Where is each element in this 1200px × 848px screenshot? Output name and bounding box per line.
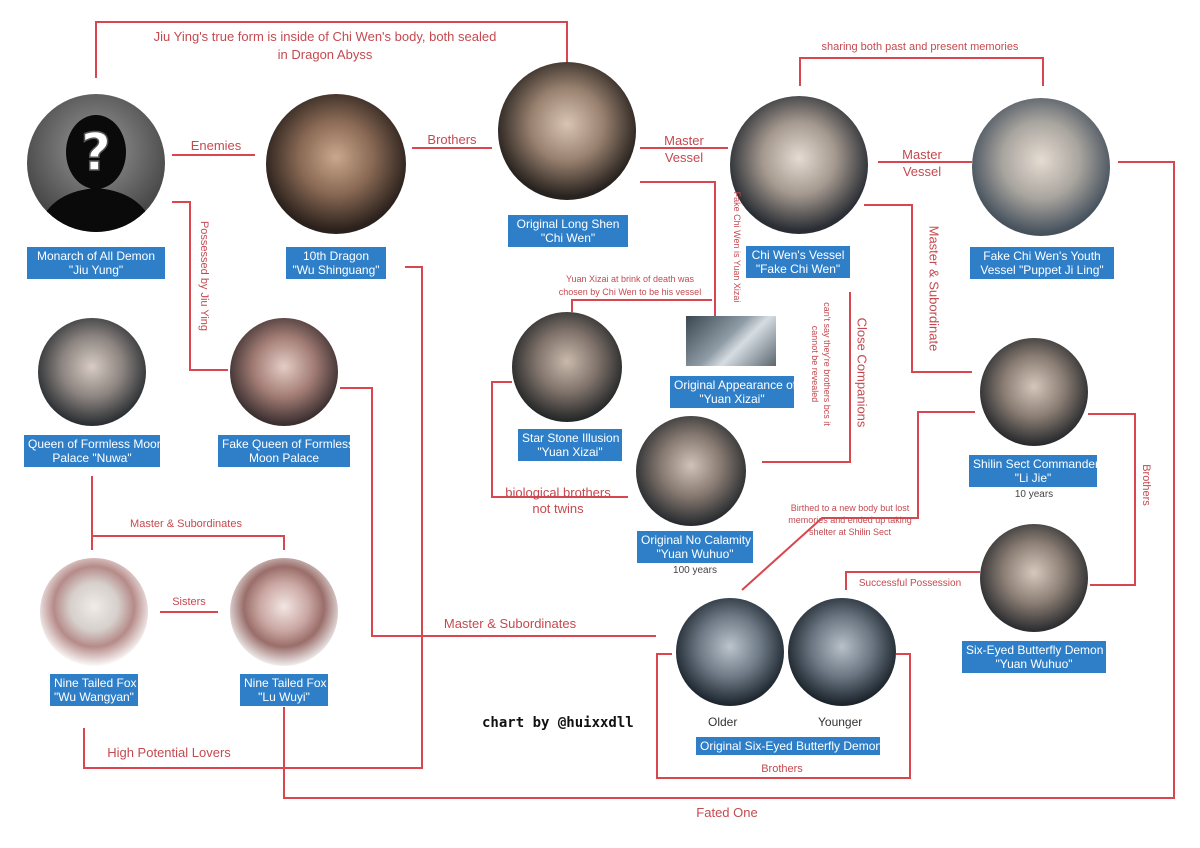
- age-no-calamity: 100 years: [673, 565, 717, 576]
- silhouette-icon: ?: [37, 115, 155, 232]
- label-orig-appearance: Original Appearance of"Yuan Xizai": [670, 376, 796, 408]
- label-jiu-yung: Monarch of All Demon"Jiu Yung": [27, 247, 165, 279]
- label-wu-shinguang: 10th Dragon"Wu Shinguang": [286, 247, 386, 279]
- line-possessed: [172, 201, 228, 371]
- svg-text:?: ?: [81, 123, 111, 183]
- note-top-seal: Jiu Ying's true form is inside of Chi We…: [153, 29, 497, 62]
- portrait-fake-queen: [230, 318, 338, 426]
- note-high-potential: High Potential Lovers: [107, 745, 231, 760]
- note-possessed: Possessed by Jiu Ying: [198, 220, 210, 332]
- label-orig-butterfly: Original Six-Eyed Butterfly Demon: [696, 737, 882, 755]
- line-bio-brothers: [491, 381, 628, 498]
- portrait-lu-wuyi: [230, 558, 338, 666]
- portrait-li-jie: [980, 338, 1088, 446]
- note-master-subs-center: Master & Subordinates: [443, 616, 577, 631]
- label-li-jie: Shilin Sect Commander"Li Jie": [969, 455, 1099, 487]
- note-brothers-bottom: Brothers: [761, 763, 803, 775]
- portrait-butterfly-younger: [788, 598, 896, 706]
- note-master-subs-left: Master & Subordinates: [130, 518, 242, 530]
- note-sisters: Sisters: [172, 596, 206, 608]
- line-brothers-bottom: [656, 653, 911, 779]
- portrait-star-stone: [512, 312, 622, 422]
- label-lu-wuyi: Nine Tailed Fox"Lu Wuyi": [240, 674, 328, 706]
- line-fake-queen: [340, 387, 656, 637]
- label-star-stone: Star Stone Illusion"Yuan Xizai": [518, 429, 622, 461]
- portrait-wu-wangyan: [40, 558, 148, 666]
- note-brothers-right: Brothers: [1140, 464, 1152, 506]
- line-close-companions: [762, 292, 851, 463]
- line-birthed: [741, 411, 975, 591]
- portrait-wu-shinguang: [266, 94, 406, 234]
- portrait-butterfly-older: [676, 598, 784, 706]
- portrait-nuwa: [38, 318, 146, 426]
- label-older: Older: [708, 715, 738, 729]
- label-no-calamity: Original No Calamity"Yuan Wuhuo": [637, 531, 753, 563]
- portrait-fake-chi-wen: [730, 96, 868, 234]
- label-butterfly-demon: Six-Eyed Butterfly Demon"Yuan Wuhuo": [962, 641, 1106, 673]
- portrait-no-calamity: [636, 416, 746, 526]
- line-master-subordinate: [864, 204, 972, 373]
- note-fake-is-yuan: Fake Chi Wen is Yuan Xizai: [732, 191, 742, 303]
- line-brothers-right: [1088, 413, 1136, 586]
- portrait-jiu-yung: ?: [27, 94, 165, 232]
- line-possession: [845, 571, 980, 590]
- age-li-jie: 10 years: [1014, 489, 1054, 500]
- note-shared-memories: sharing both past and present memories: [821, 41, 1019, 53]
- line-brink: [571, 299, 712, 312]
- note-successful-possession: Successful Possession: [858, 578, 962, 589]
- line-shared-memories: [799, 57, 1044, 86]
- line-dragon-down: [83, 266, 423, 769]
- line-top-seal: [95, 21, 568, 78]
- note-brothers-top: Brothers: [427, 132, 477, 147]
- line-master-subs-left: [92, 535, 285, 550]
- portrait-chi-wen: [498, 62, 636, 200]
- label-chi-wen: Original Long Shen"Chi Wen": [508, 215, 628, 247]
- note-fated-one: Fated One: [696, 805, 758, 820]
- portrait-puppet-ji-ling: [972, 98, 1110, 236]
- note-enemies: Enemies: [190, 138, 242, 153]
- chart-credit: chart by @huixxdll: [482, 715, 634, 731]
- label-fake-chi-wen: Chi Wen's Vessel"Fake Chi Wen": [746, 246, 850, 278]
- note-close-companions: Close Companions: [854, 317, 870, 428]
- label-younger: Younger: [818, 715, 863, 729]
- label-wu-wangyan: Nine Tailed Fox"Wu Wangyan": [50, 674, 138, 706]
- line-fated-one: [283, 161, 1175, 799]
- line-chiwen-branch: [640, 181, 716, 340]
- portrait-orig-appearance: [686, 316, 776, 366]
- note-master-subordinate: Master & Subordinate: [926, 225, 942, 352]
- portrait-butterfly-demon: [980, 524, 1088, 632]
